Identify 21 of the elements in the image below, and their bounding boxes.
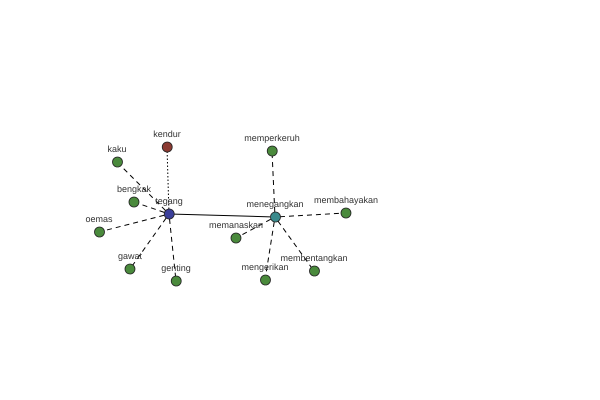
connector-line — [174, 214, 270, 218]
node-label: tegang — [155, 196, 183, 207]
connector-line — [169, 218, 176, 277]
node-label: memperkeruh — [244, 133, 300, 144]
connector-line — [277, 220, 312, 268]
node-label: menegangkan — [246, 199, 304, 210]
node-label: kendur — [153, 129, 181, 140]
node-label: gawat — [118, 251, 142, 262]
node-label: bengkak — [116, 184, 152, 195]
node-label: mengerikan — [241, 262, 289, 273]
connector-line — [240, 218, 272, 236]
node-label: genting — [161, 263, 191, 274]
node-label: oemas — [86, 214, 112, 225]
connector-line — [280, 212, 342, 218]
connector-line — [166, 152, 170, 210]
node-label: memanaskan — [208, 220, 264, 231]
node-label: membahayakan — [314, 195, 378, 206]
node-label: membentangkan — [280, 253, 348, 264]
node-label: kaku — [108, 144, 126, 155]
connector-line — [272, 156, 276, 212]
connector-line — [132, 218, 167, 266]
